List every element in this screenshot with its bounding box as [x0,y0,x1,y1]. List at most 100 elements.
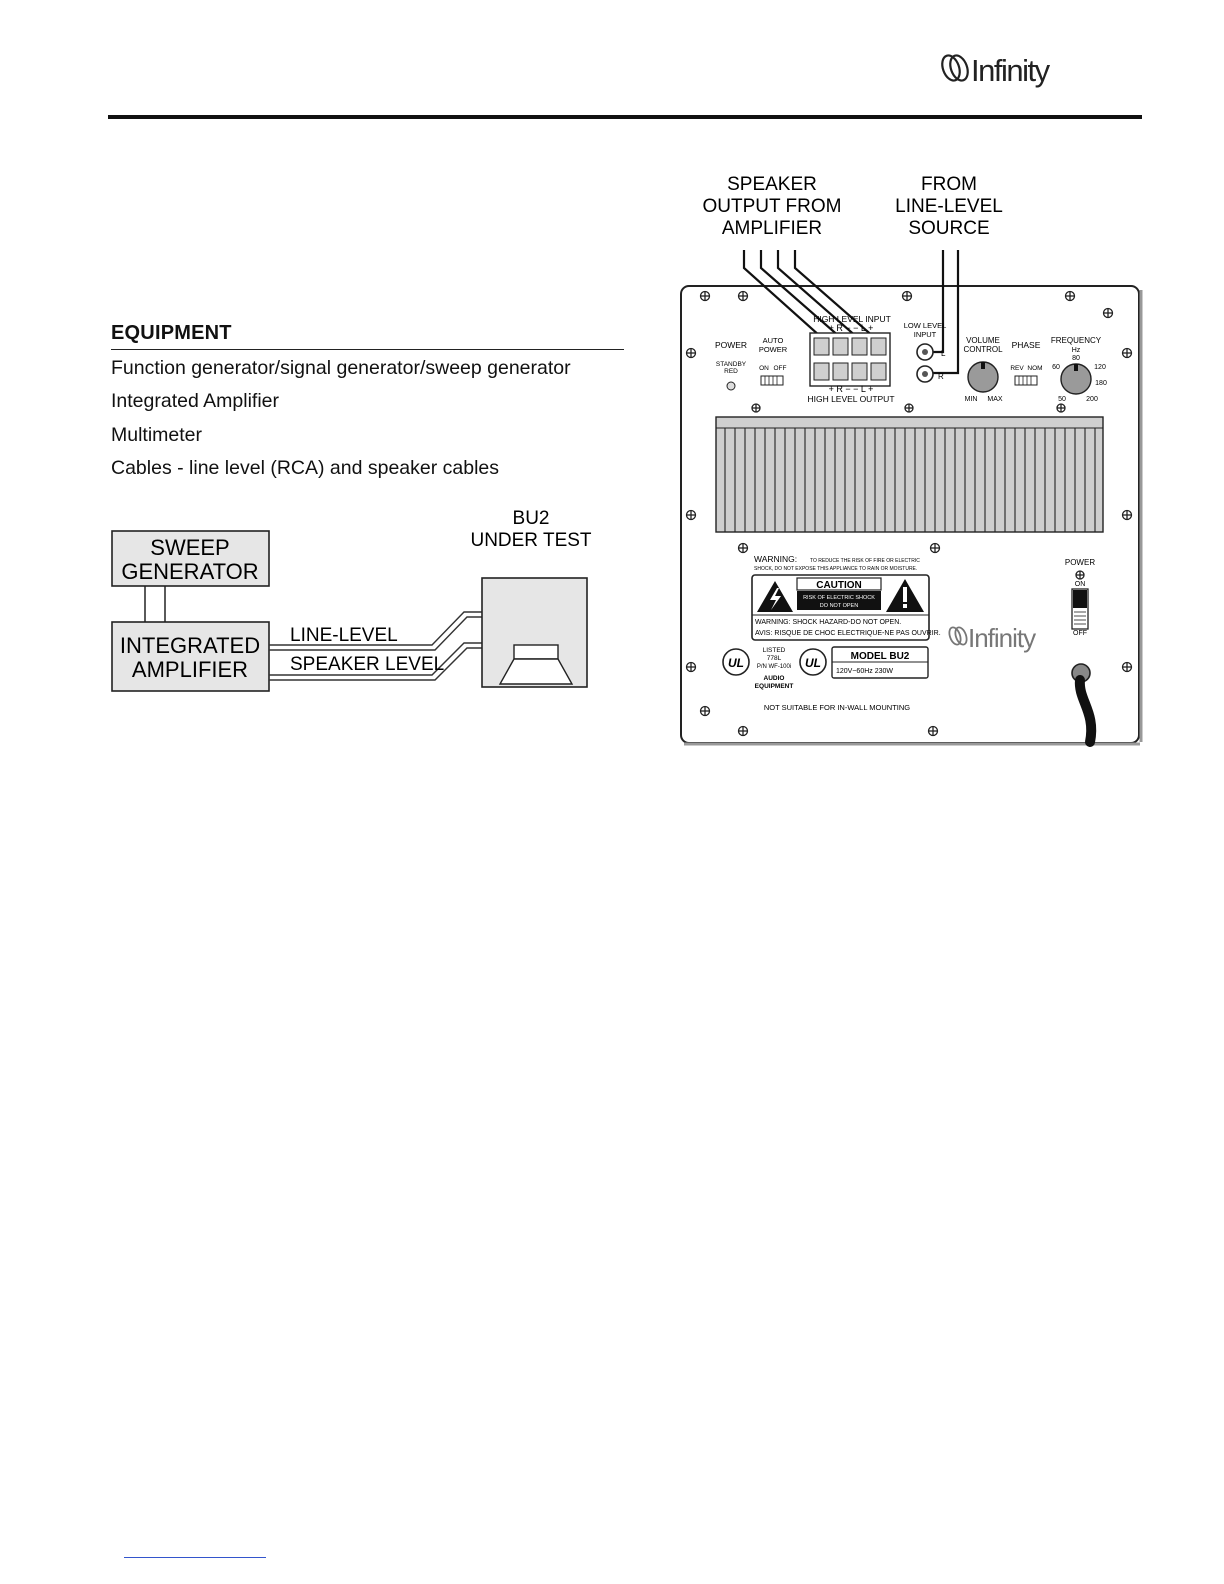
screw-icon [737,725,749,737]
low-level-input-jacks[interactable]: LOW LEVEL INPUT L R [904,321,947,383]
dut-label-1: BU2 [513,508,550,529]
high-level-input-label: HIGH LEVEL INPUT [813,314,891,324]
speaker-level-cable [269,642,483,681]
jack-l-label: L [941,349,946,358]
auto-off-label: OFF [774,365,787,372]
amp-label-1: INTEGRATED [120,633,260,658]
test-setup-diagram: SWEEP GENERATOR INTEGRATED AMPLIFIER LIN… [111,508,592,692]
auto-power-label-1: AUTO [763,336,784,345]
freq-tick-label: 50 [1058,396,1066,403]
listed-label: LISTED [763,647,786,654]
callout-left-3: AMPLIFIER [722,218,822,239]
equipment-item: Multimeter [111,424,203,446]
shock-warning-fr: AVIS: RISQUE DE CHOC ELECTRIQUE-NE PAS O… [755,630,941,637]
audio-label-2: EQUIPMENT [755,683,794,690]
panel-infinity-logo: Infinity [948,623,1037,653]
switch-off-label: OFF [1073,630,1087,637]
volume-knob[interactable]: VOLUME CONTROL MIN MAX [963,336,1003,403]
volume-min-label: MIN [965,396,978,403]
high-level-output-label: HIGH LEVEL OUTPUT [807,394,894,404]
phase-switch[interactable]: PHASE REV NOM [1010,340,1043,386]
screw-icon [685,661,697,673]
speaker-level-label: SPEAKER LEVEL [290,654,444,675]
svg-text:UL: UL [805,656,821,670]
power-rating: 120V~60Hz 230W [836,668,893,675]
standby-label: STANDBY [716,361,747,368]
screw-icon [1102,307,1114,319]
heatsink [715,416,1104,533]
callout-left-1: SPEAKER [727,174,817,195]
exclamation-warning-icon [886,579,924,612]
power-label: POWER [715,340,747,350]
sweep-label-1: SWEEP [150,535,229,560]
screw-icon [751,403,761,413]
warning-title: WARNING: [754,554,797,564]
model-plate: MODEL BU2 120V~60Hz 230W [831,646,929,679]
screw-icon [1056,403,1066,413]
panel-brand-wordmark: Infinity [968,623,1036,653]
integrated-amplifier-box: INTEGRATED AMPLIFIER [111,621,270,692]
warning-line-1: TO REDUCE THE RISK OF FIRE OR ELECTRIC [810,558,920,564]
switch-on-label: ON [1075,581,1086,588]
callout-line-level-source: FROM LINE-LEVEL SOURCE [895,174,1003,239]
power-indicator: POWER STANDBY RED [715,340,747,391]
svg-text:UL: UL [728,656,744,670]
rear-panel-diagram: SPEAKER OUTPUT FROM AMPLIFIER FROM LINE-… [680,174,1143,747]
low-level-label-1: LOW LEVEL [904,321,947,330]
led-icon [726,381,736,391]
caution-title: CAUTION [816,580,862,591]
screw-icon [929,542,941,554]
equipment-item: Integrated Amplifier [111,390,280,412]
caution-sub-1: RISK OF ELECTRIC SHOCK [803,595,875,601]
callout-right-3: SOURCE [908,218,989,239]
equipment-heading: EQUIPMENT [111,322,232,344]
low-level-label-2: INPUT [914,330,937,339]
screw-icon [699,705,711,717]
dut-box [481,577,588,688]
sweep-generator-box: SWEEP GENERATOR [111,530,270,587]
screw-icon [1075,570,1085,580]
volume-label-1: VOLUME [966,336,1000,345]
power-switch-label: POWER [1065,558,1095,567]
equipment-underline [111,349,624,350]
freq-tick-label: 80 [1072,355,1080,362]
auto-power-switch[interactable]: AUTO POWER ON OFF [759,336,788,386]
logo-wordmark: Infinity [971,53,1051,88]
warning-line-2: SHOCK, DO NOT EXPOSE THIS APPLIANCE TO R… [754,566,917,572]
high-level-terminal-block: HIGH LEVEL INPUT + R − − L + + R − − L +… [807,314,894,404]
power-rocker-switch[interactable]: POWER ON OFF [1065,558,1095,637]
phase-nom-label: NOM [1027,365,1042,372]
freq-tick-label: 120 [1094,364,1106,371]
screw-icon [1121,661,1133,673]
equipment-item: Cables - line level (RCA) and speaker ca… [111,457,500,479]
phase-rev-label: REV [1010,365,1024,372]
volume-label-2: CONTROL [963,345,1003,354]
freq-tick-label: 180 [1095,380,1107,387]
screw-icon [685,347,697,359]
mounting-notice: NOT SUITABLE FOR IN-WALL MOUNTING [764,703,910,712]
dut-label-2: UNDER TEST [470,530,591,551]
footer-link-underline [124,1557,266,1558]
freq-tick-label: 200 [1086,396,1098,403]
screw-icon [1064,290,1076,302]
power-cord [1071,663,1097,747]
frequency-knob[interactable]: FREQUENCY Hz 60 80 120 180 50 200 [1051,336,1107,403]
screw-icon [1121,509,1133,521]
lightning-warning-icon [757,581,793,612]
line-level-label: LINE-LEVEL [290,625,398,646]
screw-icon [737,542,749,554]
volume-max-label: MAX [987,396,1003,403]
speaker-driver-icon [498,644,574,685]
callout-right-2: LINE-LEVEL [895,196,1003,217]
screw-icon [904,403,914,413]
frequency-hz-label: Hz [1072,347,1081,354]
listed-number: 778L [767,655,782,662]
screw-icon [699,290,711,302]
terminal-bottom-polarity: + R − − L + [829,384,874,394]
callout-speaker-output: SPEAKER OUTPUT FROM AMPLIFIER [703,174,842,239]
ul-mark-icon: UL [799,648,827,676]
sweep-label-2: GENERATOR [121,559,258,584]
warning-label: WARNING: TO REDUCE THE RISK OF FIRE OR E… [751,554,941,641]
frequency-label-1: FREQUENCY [1051,336,1102,345]
ul-listing-marks: UL LISTED 778L P/N WF-100i AUDIO EQUIPME… [722,647,827,690]
